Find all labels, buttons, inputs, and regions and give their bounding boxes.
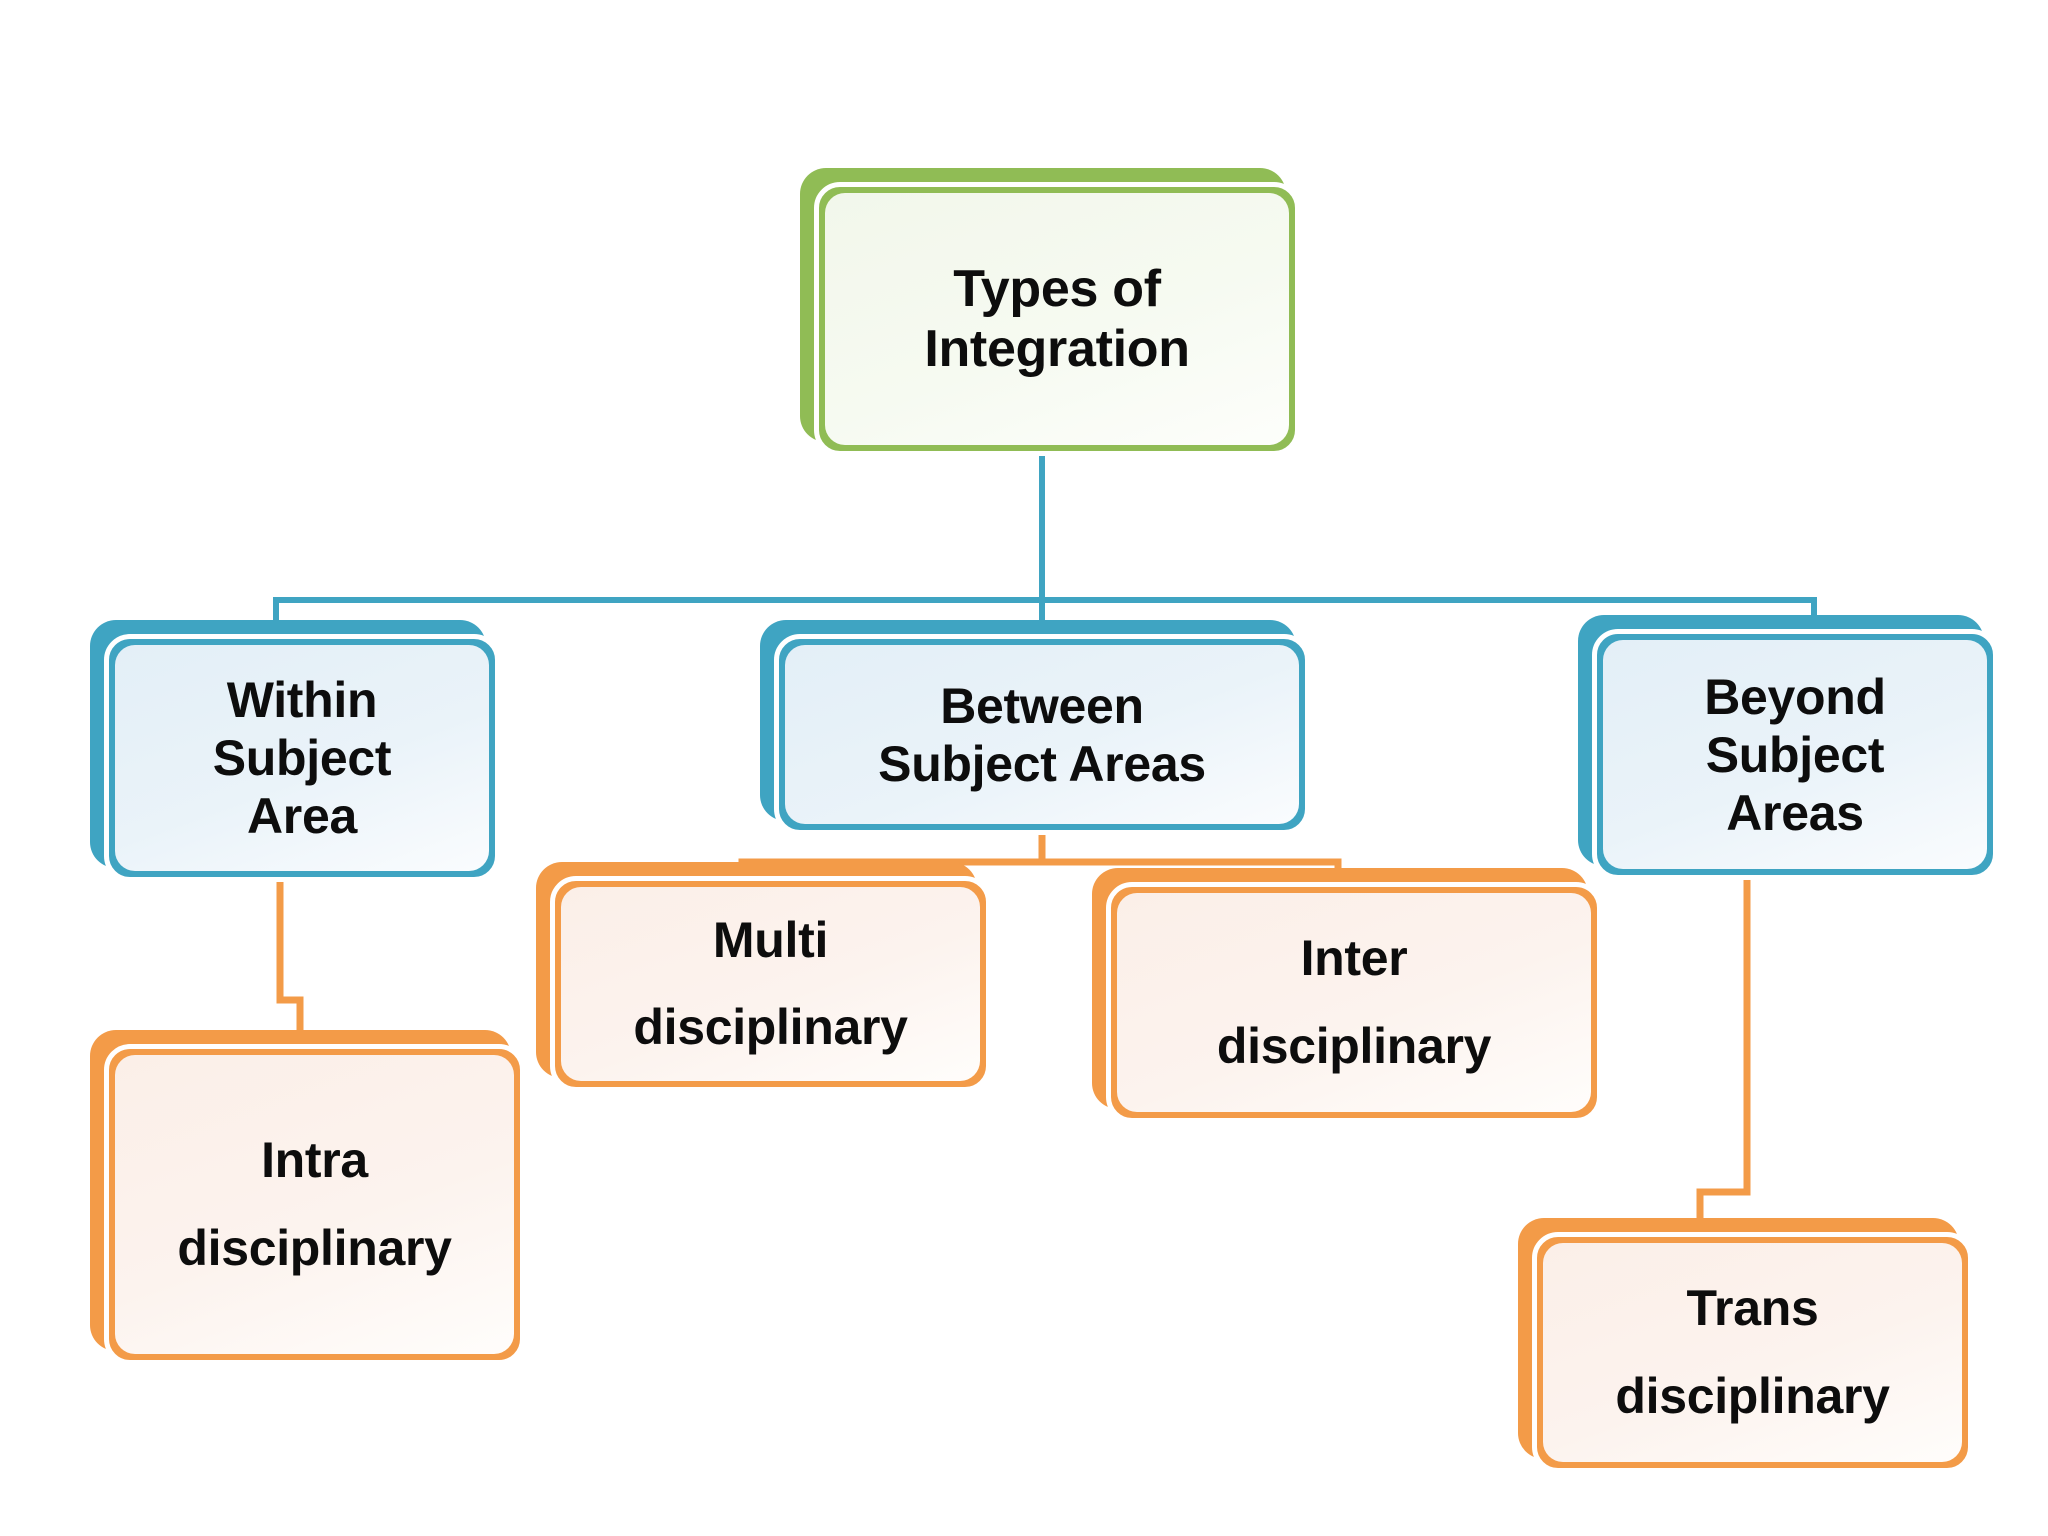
node-label-line-3: Area	[247, 788, 357, 844]
node-inter-disciplinary[interactable]: Inter disciplinary	[1092, 868, 1602, 1123]
node-label-line-2: disciplinary	[633, 999, 908, 1055]
node-label-line-1: Beyond	[1704, 668, 1886, 725]
node-face: Intra disciplinary	[104, 1044, 525, 1365]
node-types-of-integration[interactable]: Types of Integration	[800, 168, 1300, 456]
node-label-line-1: Intra	[261, 1132, 368, 1188]
node-inner-fill: Within Subject Area	[115, 645, 489, 871]
node-label-line-2: disciplinary	[1216, 1017, 1492, 1074]
node-face: Multi disciplinary	[550, 876, 991, 1092]
node-inner-fill: Multi disciplinary	[561, 887, 980, 1081]
node-label-line-2: disciplinary	[1615, 1367, 1890, 1424]
node-face: Trans disciplinary	[1532, 1232, 1973, 1473]
node-label-line-1: Multi	[712, 911, 829, 968]
node-label-line-1: Inter	[1300, 930, 1408, 986]
node-inner-fill: Types of Integration	[825, 193, 1289, 445]
node-between-subject-areas[interactable]: Between Subject Areas	[760, 620, 1310, 835]
node-label: Multi disciplinary	[623, 897, 917, 1072]
node-label-line-3: Areas	[1726, 784, 1864, 841]
node-intra-disciplinary[interactable]: Intra disciplinary	[90, 1030, 525, 1365]
node-label-line-2: Subject	[1705, 726, 1885, 783]
node-label: Types of Integration	[914, 259, 1199, 380]
node-multi-disciplinary[interactable]: Multi disciplinary	[536, 862, 991, 1092]
node-label-line-2: Subject	[212, 730, 392, 786]
node-label-line-1: Trans	[1686, 1280, 1819, 1336]
node-inner-fill: Beyond Subject Areas	[1603, 640, 1987, 869]
node-label-line-1: Between	[940, 677, 1144, 734]
node-trans-disciplinary[interactable]: Trans disciplinary	[1518, 1218, 1973, 1473]
node-label: Trans disciplinary	[1605, 1265, 1899, 1440]
node-label: Intra disciplinary	[167, 1117, 461, 1292]
node-inner-fill: Trans disciplinary	[1543, 1243, 1962, 1462]
node-label: Inter disciplinary	[1207, 915, 1501, 1090]
node-inner-fill: Inter disciplinary	[1117, 893, 1591, 1112]
node-label-line-2: Integration	[924, 320, 1190, 378]
node-face: Between Subject Areas	[774, 634, 1310, 835]
node-face: Beyond Subject Areas	[1592, 629, 1998, 880]
node-label: Beyond Subject Areas	[1694, 668, 1896, 842]
node-label: Between Subject Areas	[868, 677, 1216, 793]
node-beyond-subject-areas[interactable]: Beyond Subject Areas	[1578, 615, 1998, 880]
node-face: Types of Integration	[814, 182, 1300, 456]
edge-within-intra	[276, 878, 304, 1042]
node-label-line-1: Types of	[953, 259, 1161, 318]
node-within-subject-area[interactable]: Within Subject Area	[90, 620, 500, 882]
node-label: Within Subject Area	[203, 671, 402, 845]
node-face: Inter disciplinary	[1106, 882, 1602, 1123]
edge-beyond-trans	[1696, 876, 1751, 1230]
node-inner-fill: Between Subject Areas	[785, 645, 1299, 824]
node-label-line-1: Within	[226, 672, 378, 728]
node-label-line-2: disciplinary	[177, 1219, 452, 1276]
node-label-line-2: Subject Areas	[878, 735, 1206, 792]
node-inner-fill: Intra disciplinary	[115, 1055, 514, 1354]
node-face: Within Subject Area	[104, 634, 500, 882]
